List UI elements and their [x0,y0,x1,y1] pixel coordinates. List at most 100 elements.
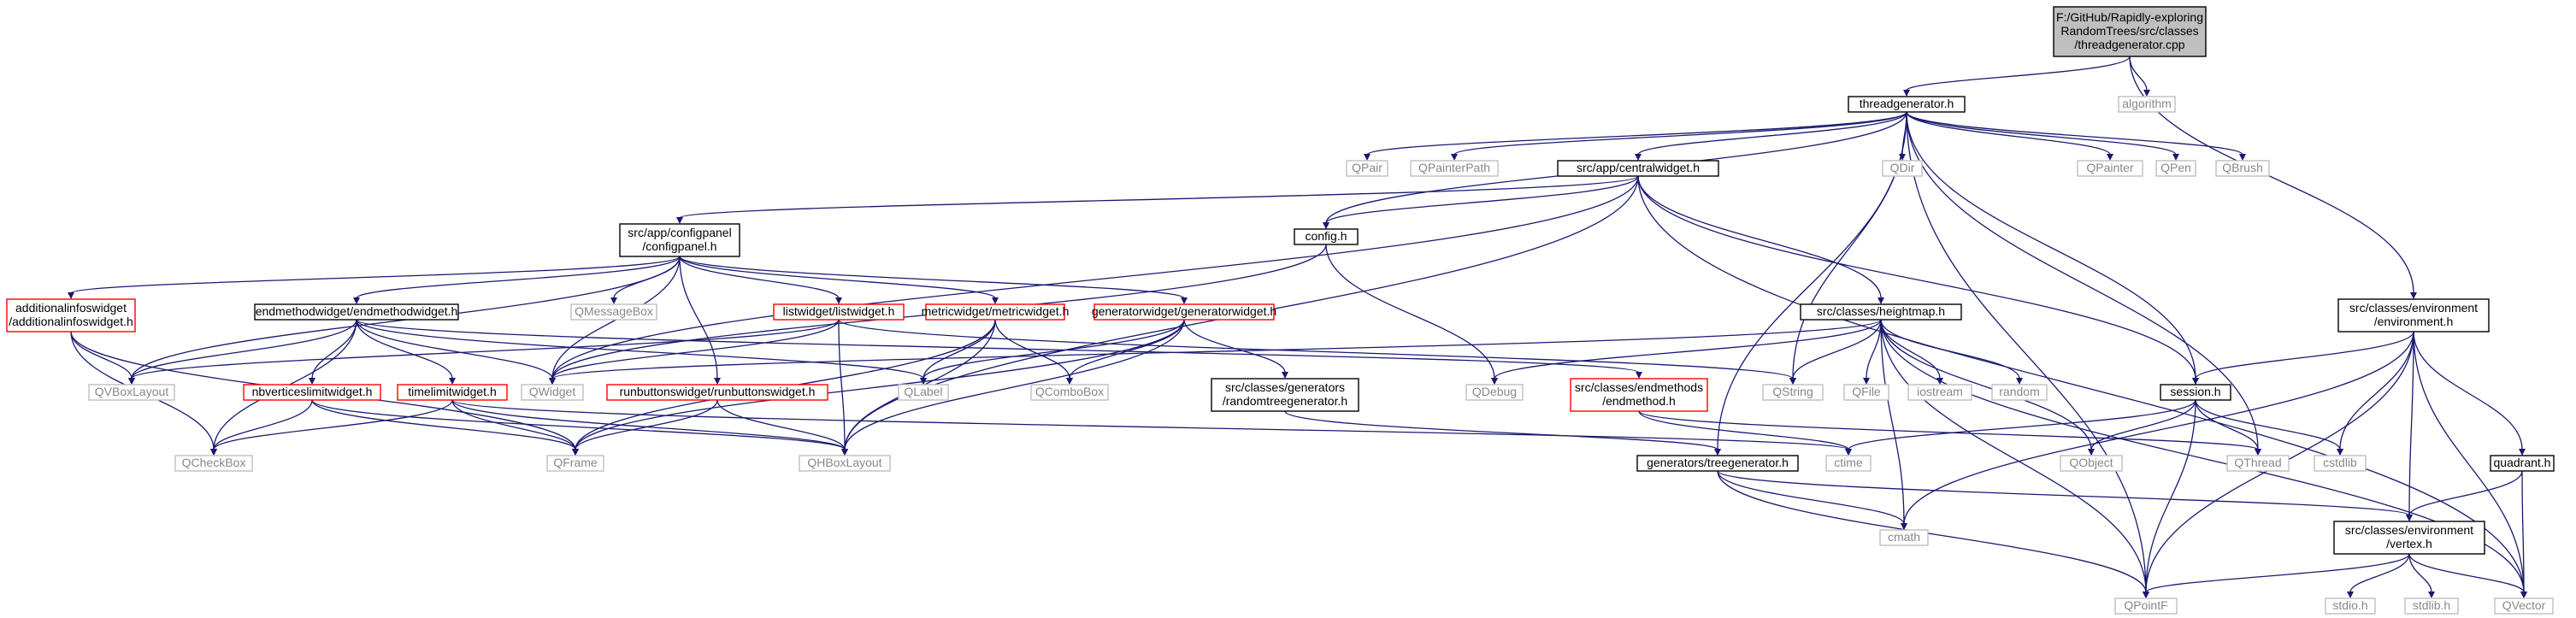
node-endmethod_h[interactable]: src/classes/endmethods/endmethod.h [1570,378,1708,412]
node-label-QComboBox-0: QComboBox [1035,385,1104,398]
node-label-QPainterPath-0: QPainterPath [1418,161,1490,174]
node-label-threadgenerator_h-0: threadgenerator.h [1860,97,1954,110]
edge-configpanel_h-to-metricwidget_h [679,256,996,299]
edge-configpanel_h-to-runbuttons_h [679,256,718,380]
node-QCheckBox: QCheckBox [174,455,253,472]
arrowhead-threadgenerator_h-to-centralwidget_h [1635,154,1642,161]
node-box-QFrame [546,455,604,472]
node-label-ctime-0: ctime [1834,456,1863,469]
node-box-cstdlib [2314,455,2367,472]
node-label-quadrant_h-0: quadrant.h [2494,456,2551,469]
edge-endmethodwidget_h-to-timelimit_h [356,319,453,380]
node-QBrush: QBrush [2215,160,2270,177]
edge-threadgenerator_h-to-QPainter [1906,111,2111,156]
edge-heightmap_h-to-QDebug [1494,319,1882,380]
node-label-randomtreegen_h-1: /randomtreegenerator.h [1223,394,1347,408]
node-treegenerator_h[interactable]: generators/treegenerator.h [1636,455,1799,472]
node-timelimit_h[interactable]: timelimitwidget.h [397,384,508,401]
arrowhead-session_h-to-QObject [2088,449,2095,456]
node-threadgenerator_h[interactable]: threadgenerator.h [1848,96,1966,113]
node-config_h[interactable]: config.h [1294,228,1359,245]
node-endmethodwidget_h[interactable]: endmethodwidget/endmethodwidget.h [254,303,459,321]
node-label-root-0: F:/GitHub/Rapidly-exploring [2056,10,2203,24]
edge-generatorwidget_h-to-QFrame [575,319,1185,450]
edge-centralwidget_h-to-session_h [1637,175,2196,380]
node-label-QHBoxLayout-0: QHBoxLayout [807,456,881,469]
node-session_h[interactable]: session.h [2160,384,2231,401]
arrowhead-runbuttons_h-to-QFrame [572,449,579,456]
node-label-environment_h-0: src/classes/environment [2349,301,2478,315]
node-label-QString-0: QString [1772,385,1813,398]
node-label-metricwidget_h-0: metricwidget/metricwidget.h [922,304,1070,318]
arrowhead-configpanel_h-to-generatorwidget_h [1181,297,1188,304]
arrowhead-threadgenerator_h-to-QPainterPath [1451,154,1458,161]
node-label-runbuttons_h-0: runbuttonswidget/runbuttonswidget.h [620,385,816,398]
node-label-stdio_h-0: stdio.h [2332,598,2367,612]
edge-threadgenerator_h-to-QString [1792,111,1907,380]
arrowhead-root-to-environment_h [2410,292,2417,299]
node-box-generatorwidget_h [1093,303,1275,321]
node-listwidget_h[interactable]: listwidget/listwidget.h [773,303,905,321]
edge-vertex_h-to-stdlib_h [2408,553,2432,593]
node-box-timelimit_h [397,384,508,401]
arrowhead-endmethodwidget_h-to-endmethod_h [1636,372,1642,379]
node-QFile: QFile [1843,384,1889,401]
node-root[interactable]: F:/GitHub/Rapidly-exploringRandomTrees/s… [2053,6,2207,57]
arrowhead-vertex_h-to-QPointF [2143,592,2149,598]
node-label-endmethod_h-0: src/classes/endmethods [1575,380,1703,394]
node-randomtreegen_h[interactable]: src/classes/generators/randomtreegenerat… [1211,378,1359,412]
arrowhead-quadrant_h-to-vertex_h [2406,515,2413,521]
node-label-root-2: /threadgenerator.cpp [2074,38,2184,51]
node-box-algorithm [2118,96,2176,113]
node-runbuttons_h[interactable]: runbuttonswidget/runbuttonswidget.h [606,384,828,401]
arrowhead-heightmap_h-to-QString [1789,378,1796,385]
node-configpanel_h[interactable]: src/app/configpanel/configpanel.h [619,223,740,257]
dependency-edges [68,56,2527,598]
edge-centralwidget_h-to-config_h [1325,175,1639,224]
node-quadrant_h[interactable]: quadrant.h [2490,455,2555,472]
edge-threadgenerator_h-to-QPair [1366,111,1907,156]
node-label-QPair-0: QPair [1352,161,1382,174]
node-nbvertices_h[interactable]: nbverticeslimitwidget.h [243,384,381,401]
node-label-timelimit_h-0: timelimitwidget.h [408,385,496,398]
edge-session_h-to-cstdlib [2195,399,2341,450]
arrowhead-session_h-to-QThread [2255,449,2261,456]
node-environment_h[interactable]: src/classes/environment/environment.h [2337,298,2490,333]
edge-environment_h-to-cstdlib [2339,331,2414,450]
node-box-randomtreegen_h [1211,378,1359,412]
node-label-QFrame-0: QFrame [553,456,598,469]
edge-environment_h-to-session_h [2195,331,2414,380]
edge-heightmap_h-to-QWidget [551,319,1882,380]
node-QPainterPath: QPainterPath [1410,160,1499,177]
node-box-QPainter [2077,160,2143,177]
edge-listwidget_h-to-QVBoxLayout [131,319,840,380]
node-box-ctime [1825,455,1872,472]
arrowhead-threadgenerator_h-to-QPainter [2107,154,2113,161]
node-generatorwidget_h[interactable]: generatorwidget/generatorwidget.h [1092,303,1276,321]
edge-endmethodwidget_h-to-QWidget [356,319,553,380]
arrowhead-configpanel_h-to-endmethodwidget_h [353,297,360,304]
node-metricwidget_h[interactable]: metricwidget/metricwidget.h [922,303,1070,321]
node-centralwidget_h[interactable]: src/app/centralwidget.h [1557,160,1719,177]
node-box-QBrush [2215,160,2270,177]
node-label-stdlib_h-0: stdlib.h [2413,598,2450,612]
dependency-nodes: F:/GitHub/Rapidly-exploringRandomTrees/s… [6,6,2555,615]
arrowhead-centralwidget_h-to-config_h [1323,222,1329,229]
node-additionalinfo_h[interactable]: additionalinfoswidget/additionalinfoswid… [6,298,136,333]
edge-generatorwidget_h-to-QHBoxLayout [844,319,1185,450]
node-label-listwidget_h-0: listwidget/listwidget.h [783,304,895,318]
node-box-QPainterPath [1410,160,1499,177]
node-vertex_h[interactable]: src/classes/environment/vertex.h [2333,521,2485,555]
node-label-QFile-0: QFile [1852,385,1881,398]
node-stdlib_h: stdlib.h [2404,597,2459,615]
edge-heightmap_h-to-QString [1792,319,1882,380]
arrowhead-listwidget_h-to-QVBoxLayout [128,378,135,385]
node-label-QDebug-0: QDebug [1472,385,1517,398]
node-box-endmethod_h [1570,378,1708,412]
edge-heightmap_h-to-QVector [1880,319,2525,593]
node-box-environment_h [2337,298,2490,333]
edge-environment_h-to-quadrant_h [2413,331,2523,450]
node-box-heightmap_h [1800,303,1962,321]
arrowhead-vertex_h-to-stdio_h [2347,592,2354,598]
node-heightmap_h[interactable]: src/classes/heightmap.h [1800,303,1962,321]
